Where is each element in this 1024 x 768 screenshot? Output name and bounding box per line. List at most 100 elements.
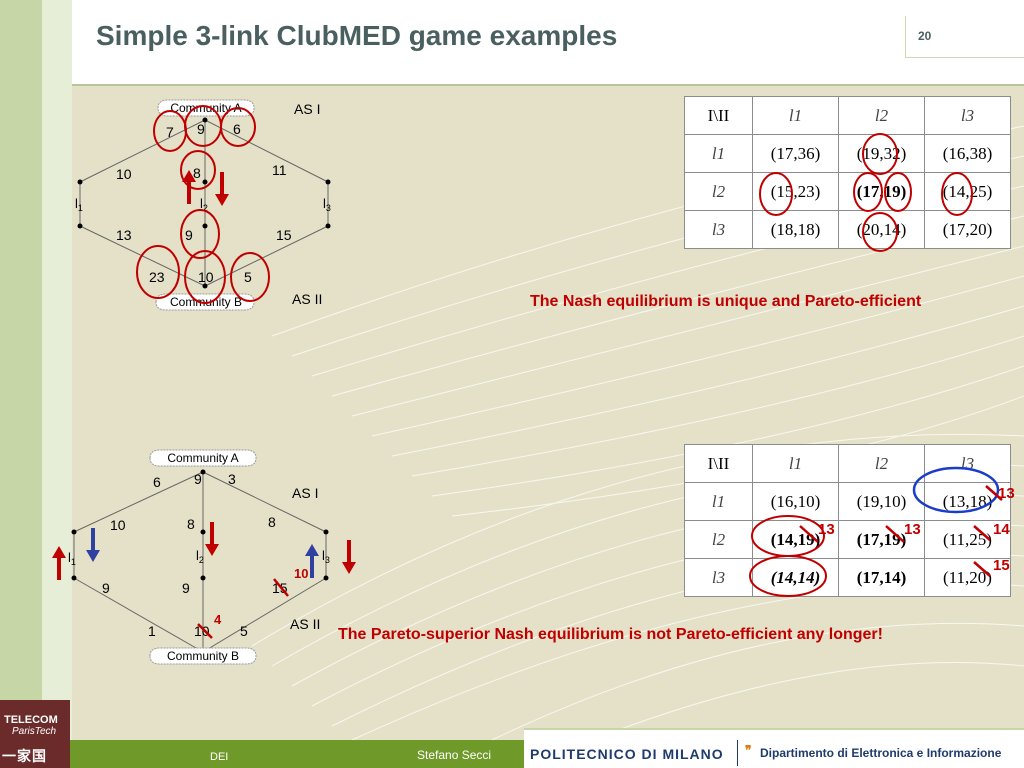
as-ii-label: AS II [292,291,322,307]
network-diagram-top: Community A Community B AS I AS II l1 l2… [75,99,331,311]
footer-divider [737,740,738,766]
weight-lower-mid: 9 [182,580,190,596]
weight-top-mid: 9 [197,121,205,137]
logo-line-2: ParisTech [12,726,57,737]
community-a-cloud [149,449,257,467]
table-cell: (16,38) [924,134,1011,173]
weight-upper-mid: 8 [187,516,195,532]
new-weight-bottom-mid: 4 [214,612,222,627]
weight-bottom-left: 23 [149,269,165,285]
row-header: l1 [684,134,753,173]
weight-bottom-right: 5 [244,269,252,285]
link-2-label: l2 [200,196,208,213]
change-arrows [182,170,229,206]
table-cell: (19,32) [838,134,925,173]
logo-line-1: TELECOM [4,714,58,726]
statement-top: The Nash equilibrium is unique and Paret… [530,293,922,310]
dept-logo-icon: ❞ [745,743,752,757]
as-i-label: AS I [294,101,320,117]
table-cell: (17,14) [838,558,925,597]
weight-upper-left: 10 [110,517,126,533]
network-edges [73,471,327,653]
weight-bottom-left: 1 [148,623,156,639]
department-name: Dipartimento di Elettronica e Informazio… [760,746,1002,760]
weight-top-left: 6 [153,474,161,490]
new-weights: 10 4 [214,566,308,627]
table-row: l2 (15,23) (17,19) (14,25) [684,172,1011,211]
table-cell: (16,10) [752,482,839,521]
weight-upper-right: 11 [272,162,287,178]
table-cell: (17,19) [838,520,925,559]
table-cell: (14,14) [752,558,839,597]
weight-top-right: 6 [233,121,241,137]
edge-weights: 7 9 6 10 8 11 13 9 15 23 10 5 [116,121,292,285]
weight-upper-right: 8 [268,514,276,530]
telecom-paristech-logo: TELECOM ParisTech 一家国 [0,700,70,768]
column-header: l1 [752,96,839,135]
row-header: l2 [684,520,753,559]
decor-stripe-dark [0,0,42,768]
table-cell: (20,14) [838,210,925,249]
payoff-table-bottom: I\II l1 l2 l3 l1 (16,10) (19,10) (13,18)… [684,444,1011,597]
table-cell: (11,20) [924,558,1011,597]
footer-bar [70,740,524,768]
decor-stripe-light [42,0,72,768]
network-nodes [71,469,329,655]
table-row: l3 (14,14) (17,14) (11,20) [684,558,1011,597]
weight-lower-left: 13 [116,227,132,243]
network-diagram-bottom: Community A Community B AS I AS II l1 l2… [52,449,356,665]
column-header: l3 [924,96,1011,135]
weight-top-right: 3 [228,471,236,487]
weight-lower-left: 9 [102,580,110,596]
table-header-row: I\II l1 l2 l3 [684,96,1011,135]
as-ii-label: AS II [290,616,320,632]
row-header: l2 [684,172,753,211]
page-number: 20 [918,29,932,43]
column-header: l2 [838,96,925,135]
community-a-label: Community A [167,451,238,465]
table-cell: (14,25) [924,172,1011,211]
table-cell: (19,10) [838,482,925,521]
footer-dept: DEI [210,751,229,763]
footer-right-panel [524,728,1024,768]
link-1-label: l1 [75,196,83,213]
weight-bottom-mid: 10 [194,623,210,639]
footer-author: Stefano Secci [417,748,492,762]
community-b-label: Community B [167,649,239,663]
link-1-label: l1 [68,550,76,567]
statement-bottom: The Pareto-superior Nash equilibrium is … [338,626,883,643]
table-cell: (17,20) [924,210,1011,249]
row-header: l3 [684,558,753,597]
link-3-label: l3 [322,548,330,565]
table-corner: I\II [684,96,753,135]
as-i-label: AS I [292,485,318,501]
page-number-box [905,16,1024,58]
weight-top-left: 7 [166,124,174,140]
highlight-circles [136,105,270,304]
weight-lower-right: 15 [276,227,292,243]
weight-bottom-right: 5 [240,623,248,639]
table-row: l2 (14,19) (17,19) (11,25) [684,520,1011,559]
community-a-cloud [157,99,255,117]
table-row: l1 (17,36) (19,32) (16,38) [684,134,1011,173]
slide-title: Simple 3-link ClubMED game examples [96,20,618,51]
table-corner: I\II [684,444,753,483]
column-header: l2 [838,444,925,483]
table-cell: (15,23) [752,172,839,211]
logo-mark: 一家国 [2,748,47,764]
weight-bottom-mid: 10 [198,269,214,285]
table-cell: (18,18) [752,210,839,249]
column-header: l1 [752,444,839,483]
polimi-logo-text: POLITECNICO DI MILANO [530,746,724,762]
strike-marks [197,578,289,639]
row-header: l3 [684,210,753,249]
payoff-table-top: I\II l1 l2 l3 l1 (17,36) (19,32) (16,38)… [684,96,1011,249]
weight-upper-left: 10 [116,166,132,182]
community-a-label: Community A [170,101,241,115]
link-2-label: l2 [196,548,204,565]
table-cell: (13,18) [924,482,1011,521]
table-row: l1 (16,10) (19,10) (13,18) [684,482,1011,521]
table-cell: (17,19) [838,172,925,211]
table-cell: (14,19) [752,520,839,559]
column-header: l3 [924,444,1011,483]
